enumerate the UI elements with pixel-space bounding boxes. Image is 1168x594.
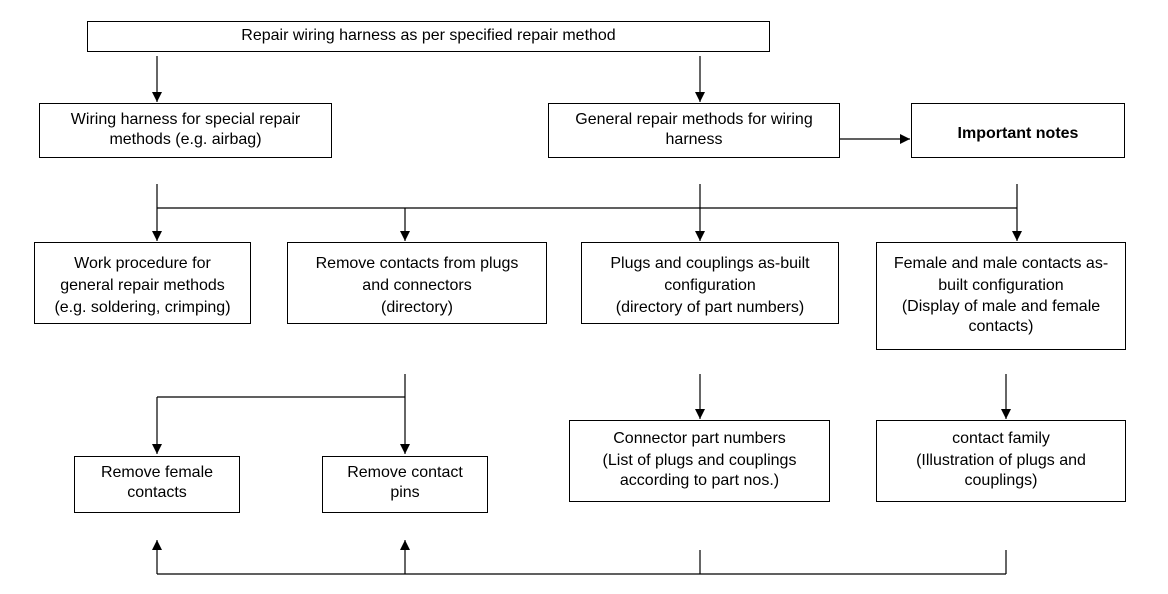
box-contact-family-line1: contact family	[952, 430, 1050, 447]
box-plugs-couplings: Plugs and couplings as-built configurati…	[581, 242, 839, 324]
box-connector-part-numbers: Connector part numbers (List of plugs an…	[569, 420, 830, 502]
box-remove-pins-line2: pins	[390, 484, 420, 501]
box-repair-wiring-harness-text: Repair wiring harness as per specified r…	[241, 27, 616, 44]
box-general-line2: harness	[665, 131, 723, 148]
box-female-male-contacts: Female and male contacts as- built confi…	[876, 242, 1126, 350]
box-contact-family: contact family (Illustration of plugs an…	[876, 420, 1126, 502]
box-remove-contacts-line1: Remove contacts from plugs	[315, 255, 519, 272]
box-general-repair-methods: General repair methods for wiring harnes…	[548, 103, 840, 158]
box-female-male-line2: built configuration	[938, 277, 1064, 294]
box-remove-contacts-line2: and connectors	[362, 277, 472, 294]
box-connector-parts-line3: according to part nos.)	[619, 472, 780, 489]
box-remove-female-line2: contacts	[127, 484, 187, 501]
box-remove-female-contacts: Remove female contacts	[74, 456, 240, 513]
box-special-line1: Wiring harness for special repair	[70, 111, 301, 128]
box-female-male-line4: contacts)	[968, 318, 1034, 335]
box-remove-contacts-line3: (directory)	[380, 299, 453, 316]
box-special-line2: methods (e.g. airbag)	[109, 131, 262, 148]
box-remove-female-line1: Remove female	[100, 464, 214, 481]
box-connector-parts-line1: Connector part numbers	[613, 430, 786, 447]
box-remove-contact-pins: Remove contact pins	[322, 456, 488, 513]
box-notes-text: Important notes	[957, 125, 1079, 142]
box-connector-parts-line2: (List of plugs and couplings	[602, 452, 797, 469]
box-contact-family-line3: couplings)	[964, 472, 1038, 489]
box-work-line2: general repair methods	[60, 277, 225, 294]
box-remove-pins-line1: Remove contact	[347, 464, 463, 481]
box-plugs-line3: (directory of part numbers)	[615, 299, 805, 316]
box-female-male-line1: Female and male contacts as-	[893, 255, 1109, 272]
box-important-notes: Important notes	[911, 103, 1125, 158]
box-general-line1: General repair methods for wiring	[575, 111, 813, 128]
box-work-line1: Work procedure for	[74, 255, 211, 272]
box-remove-contacts: Remove contacts from plugs and connector…	[287, 242, 547, 324]
box-repair-wiring-harness: Repair wiring harness as per specified r…	[87, 21, 770, 52]
box-female-male-line3: (Display of male and female	[901, 298, 1101, 315]
box-contact-family-line2: (Illustration of plugs and	[916, 452, 1086, 469]
box-special-repair-methods: Wiring harness for special repair method…	[39, 103, 332, 158]
box-work-line3: (e.g. soldering, crimping)	[54, 299, 231, 316]
box-plugs-line1: Plugs and couplings as-built	[610, 255, 810, 272]
box-plugs-line2: configuration	[664, 277, 756, 294]
box-work-procedure: Work procedure for general repair method…	[34, 242, 251, 324]
